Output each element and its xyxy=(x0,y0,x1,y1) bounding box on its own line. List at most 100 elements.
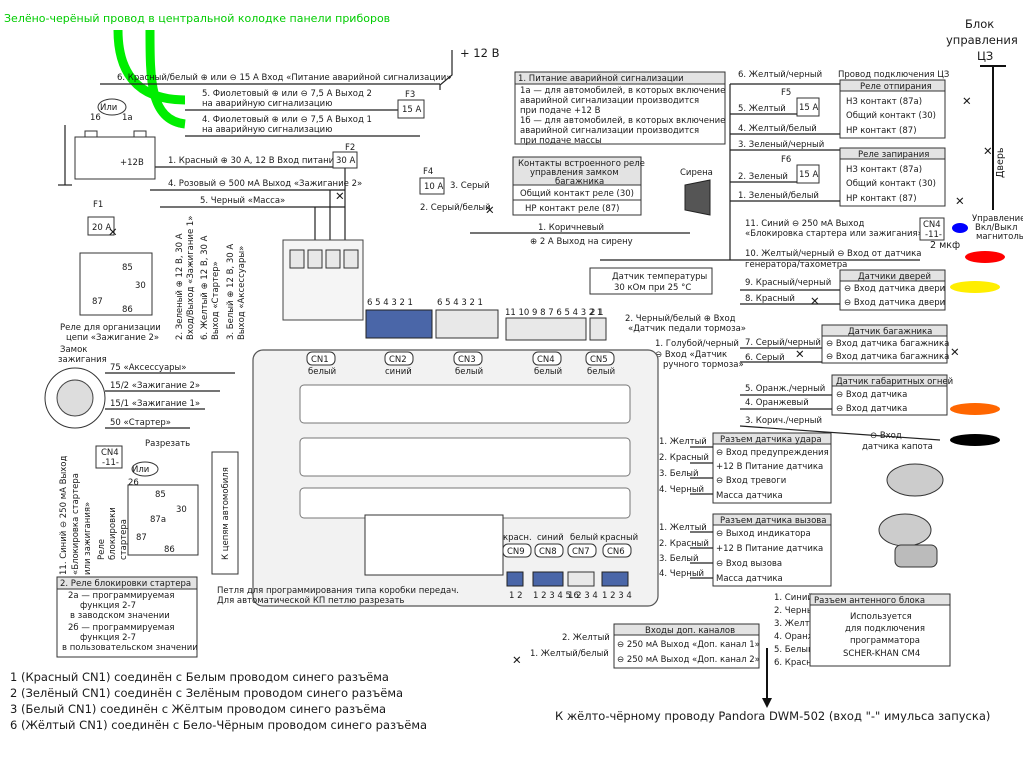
battery-terminal-neg xyxy=(84,130,98,138)
temp-sensor-box xyxy=(589,267,713,295)
trunk-title-2: управления замком xyxy=(530,168,619,178)
unit-loop-block xyxy=(364,514,504,576)
wire-2-greywhite: 2. Серый/белый xyxy=(420,203,491,213)
lock-2: Общий контакт (30) xyxy=(846,179,936,189)
cn8-tag xyxy=(534,543,564,558)
shock-r2: +12 В Питание датчика xyxy=(716,462,823,472)
side-light-2: ⊖ Вход датчика xyxy=(836,404,907,414)
hazard-l1: 1а — для автомобилей, в которых включени… xyxy=(520,86,725,96)
shock-w4: 4. Черный xyxy=(659,485,704,495)
block-86: 86 xyxy=(164,545,175,555)
ign-relay-87: 87 xyxy=(92,297,103,307)
cn4-left-box xyxy=(95,445,123,469)
shock-title: Разъем датчика удара xyxy=(720,435,822,445)
loop-note-2: Для автоматической КП петлю разрезать xyxy=(217,596,404,606)
cut-x-6: ✕ xyxy=(955,194,965,208)
ign-acc-label: 75 «Аксессуары» xyxy=(110,363,186,373)
bottom-note-2: 2 (Зелёный CN1) соединён с Зелёным прово… xyxy=(10,686,403,700)
wire-5c-label: 5. Черный «Масса» xyxy=(200,196,285,206)
trunk-sensor-1: ⊖ Вход датчика багажника xyxy=(826,339,949,349)
wire-4r-label: 4. Розовый ⊖ 500 мА Выход «Зажигание 2» xyxy=(168,179,362,189)
red-marker xyxy=(965,251,1005,263)
shock-w1: 1. Желтый xyxy=(659,437,707,447)
trunk-sensor-2: ⊖ Вход датчика багажника xyxy=(826,352,949,362)
door-label: Дверь xyxy=(995,147,1006,178)
ant-w6: 6. Красный xyxy=(774,658,824,668)
ign-starter-label: 50 «Стартер» xyxy=(110,418,171,428)
cn1-plug-pin-3 xyxy=(325,249,341,269)
cn7-plug xyxy=(567,571,595,587)
side-light-1: ⊖ Вход датчика xyxy=(836,390,907,400)
cn4-pins: 11 10 9 8 7 6 5 4 3 2 1 xyxy=(505,308,602,318)
cz-w4: 4. Желтый/белый xyxy=(738,124,817,134)
handbrake-3: ручного тормоза» xyxy=(663,360,744,370)
cn4-color: белый xyxy=(534,367,562,377)
ignition-core xyxy=(56,379,94,417)
ignition-label-1: Замок xyxy=(60,345,87,355)
block-label-3: стартера xyxy=(119,519,129,560)
f2-amp: 30 А xyxy=(336,156,356,166)
cut-x-3: ✕ xyxy=(485,203,495,217)
call-r3: ⊖ Вход вызова xyxy=(716,559,782,569)
cz-w2: 2. Зеленый xyxy=(738,172,788,182)
battery xyxy=(74,136,156,180)
cn4r-w10a: 10. Желтый/черный ⊖ Вход от датчика xyxy=(745,249,921,259)
cn1-plug-pin-4 xyxy=(343,249,359,269)
cn4r-w7: 7. Серый/черный xyxy=(745,338,821,348)
cn7-tag xyxy=(567,543,597,558)
cz-block-label-3: ЦЗ xyxy=(977,49,993,63)
block-26: 26 xyxy=(128,478,139,488)
f3-amp: 15 А xyxy=(402,105,422,115)
cn4r-label: CN4 xyxy=(923,220,941,230)
hazard-l6: при подаче массы xyxy=(520,136,602,146)
block-30: 30 xyxy=(176,505,187,515)
block-ili-oval xyxy=(131,461,159,477)
cz-w1: 1. Зеленый/белый xyxy=(738,191,819,201)
ign-2-label: 15/2 «Зажигание 2» xyxy=(110,381,200,391)
ign-relay-label-1: Реле для организации xyxy=(60,323,161,333)
cn4-tag xyxy=(532,351,562,366)
vwire-1: 2. Зеленый ⊕ 12 В, 30 А xyxy=(175,233,185,340)
bottom-right-note: К жёлто-чёрному проводу Pandora DWM-502 … xyxy=(555,709,990,723)
cn4r-box xyxy=(919,217,945,241)
cn4r-w9: 9. Красный/черный xyxy=(745,278,831,288)
hazard-l2: аварийной сигнализации производится xyxy=(520,96,699,106)
trunk-sensor-title: Датчик багажника xyxy=(848,327,932,337)
block-side-3: или зажигания» xyxy=(83,502,93,575)
arrow-down-head xyxy=(762,698,772,708)
unlock-title: Реле отпирания xyxy=(860,82,932,92)
bottom-note-1: 1 (Красный CN1) соединён с Белым проводо… xyxy=(10,670,389,684)
to-car-label: К цепям автомобиля xyxy=(221,467,231,560)
cn6-label: CN6 xyxy=(607,547,625,557)
lock-3: НР контакт (87) xyxy=(846,194,917,204)
f6-label: F6 xyxy=(781,155,791,165)
ili-label-top: Или xyxy=(100,103,117,113)
shock-sensor-icon xyxy=(886,463,944,497)
starter-relay-title: 2. Реле блокировки стартера xyxy=(60,579,191,589)
cn4r-side-2: Вкл/Выкл xyxy=(975,223,1017,233)
block-85: 85 xyxy=(155,490,166,500)
call-r2: +12 В Питание датчика xyxy=(716,544,823,554)
cap-label: 2 мкф xyxy=(930,240,960,251)
ant-w5: 5. Белый xyxy=(774,645,814,655)
call-r4: Масса датчика xyxy=(716,574,783,584)
cn9-tag xyxy=(502,543,532,558)
ant-w2: 2. Черный xyxy=(774,606,819,616)
srb-l5: функция 2-7 xyxy=(80,633,136,643)
cz-w3: 3. Зеленый/черный xyxy=(738,140,824,150)
f2-fuse xyxy=(332,151,358,169)
cn4r-w11a: 11. Синий ⊖ 250 мА Выход xyxy=(745,219,864,229)
f4-label: F4 xyxy=(423,167,433,177)
f6-amp: 15 А xyxy=(799,170,819,180)
extra-w1: 1. Желтый/белый xyxy=(530,649,609,659)
shock-hdr xyxy=(712,432,832,445)
f6-fuse xyxy=(796,164,820,184)
cn9-label: CN9 xyxy=(507,547,525,557)
ant-w3: 3. Желтый xyxy=(774,619,822,629)
wire-1-label: 1. Красный ⊕ 30 А, 12 В Вход питания xyxy=(168,156,339,166)
cn6-plug xyxy=(601,571,629,587)
shock-r1: ⊖ Вход предупреждения xyxy=(716,448,829,458)
call-w4: 4. Черный xyxy=(659,569,704,579)
handbrake-1: 1. Голубой/черный xyxy=(655,339,739,349)
unit-slot-2 xyxy=(299,437,631,477)
